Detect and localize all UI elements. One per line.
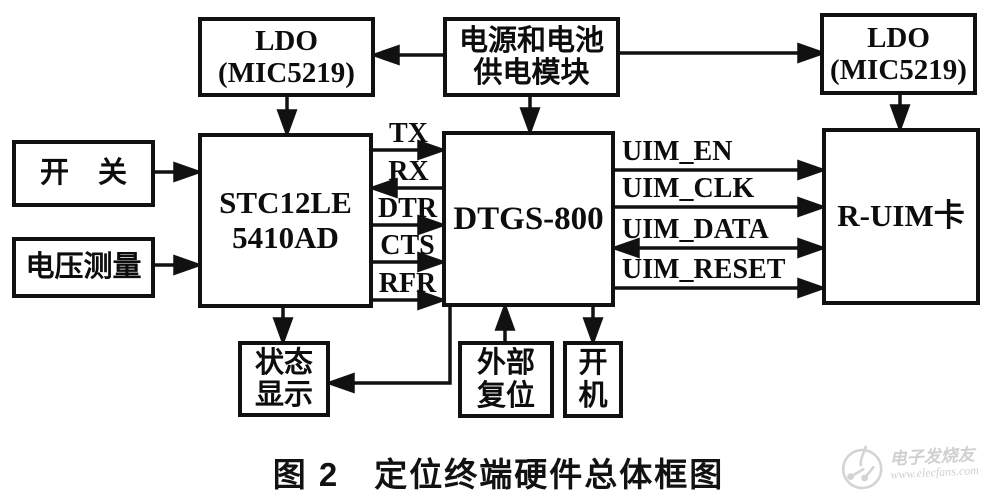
switch-label: 开 关	[39, 157, 127, 190]
power-module-line1: 电源和电池	[458, 24, 604, 57]
ruim-card-box: R-UIM卡	[822, 128, 980, 305]
status-display-box: 状态 显示	[238, 341, 330, 417]
modem-label: DTGS-800	[453, 200, 604, 237]
arrow-modem-to-status	[324, 307, 452, 394]
arrow-uim-reset	[615, 277, 828, 299]
signal-label-uim-data: UIM_DATA	[622, 214, 769, 245]
signal-label-rfr: RFR	[378, 268, 437, 299]
arrow-reset-to-modem	[494, 301, 516, 341]
signal-label-uim-en: UIM_EN	[622, 136, 733, 167]
external-reset-line2: 复位	[476, 379, 535, 412]
arrow-mcu-to-status	[272, 308, 294, 347]
signal-label-tx: TX	[389, 118, 428, 149]
signal-label-dtr: DTR	[377, 193, 438, 224]
arrow-power-to-ldo-left	[369, 44, 443, 66]
status-line1: 状态	[254, 346, 313, 379]
signal-label-uim-reset: UIM_RESET	[622, 254, 786, 285]
ldo-left-line2: (MIC5219)	[218, 57, 355, 89]
mcu-line1: STC12LE	[219, 184, 352, 220]
signal-label-rx: RX	[388, 156, 429, 187]
arrow-voltage-to-mcu	[155, 254, 204, 276]
signal-label-uim-clk: UIM_CLK	[622, 173, 755, 204]
power-on-box: 开 机	[563, 341, 623, 418]
ruim-card-label: R-UIM卡	[837, 198, 965, 234]
voltage-measure-box: 电压测量	[12, 237, 155, 298]
modem-box: DTGS-800	[442, 131, 615, 307]
arrow-dtr	[373, 214, 448, 236]
power-module-box: 电源和电池 供电模块	[443, 17, 620, 97]
mcu-line2: 5410AD	[232, 219, 339, 255]
status-line2: 显示	[254, 379, 313, 411]
arrow-switch-to-mcu	[155, 161, 204, 183]
arrow-modem-to-poweron	[582, 307, 604, 347]
power-on-line1: 开	[578, 347, 608, 380]
arrow-cts	[373, 251, 448, 273]
external-reset-box: 外部 复位	[458, 341, 554, 418]
arrow-rx	[367, 177, 442, 199]
arrow-rfr	[373, 289, 448, 311]
arrow-power-to-ldo-right	[620, 42, 828, 64]
elecfans-logo-icon	[841, 445, 883, 490]
power-on-line2: 机	[578, 379, 608, 412]
ldo-right-line1: LDO	[867, 21, 930, 54]
switch-box: 开 关	[12, 140, 155, 207]
external-reset-line1: 外部	[476, 347, 535, 380]
arrow-ldo-left-to-mcu	[276, 97, 298, 139]
mcu-box: STC12LE 5410AD	[198, 133, 373, 308]
ldo-left-line1: LDO	[255, 24, 318, 57]
watermark: 电子发烧友 www.elecfans.com	[839, 436, 997, 492]
arrow-power-to-modem	[519, 97, 541, 137]
arrow-uim-data	[609, 237, 828, 259]
arrow-uim-en	[615, 159, 828, 181]
power-module-line2: 供电模块	[473, 57, 590, 89]
watermark-url: www.elecfans.com	[890, 462, 980, 482]
ldo-right-line2: (MIC5219)	[830, 54, 967, 86]
arrow-ldo-right-to-ruim	[889, 95, 911, 134]
arrow-tx	[373, 139, 448, 161]
ldo-left-box: LDO (MIC5219)	[198, 17, 375, 97]
ldo-right-box: LDO (MIC5219)	[820, 13, 977, 95]
voltage-measure-label: 电压测量	[25, 251, 142, 284]
figure-caption: 图 2 定位终端硬件总体框图	[272, 456, 725, 493]
signal-label-cts: CTS	[380, 230, 435, 261]
arrow-uim-clk	[615, 196, 828, 218]
